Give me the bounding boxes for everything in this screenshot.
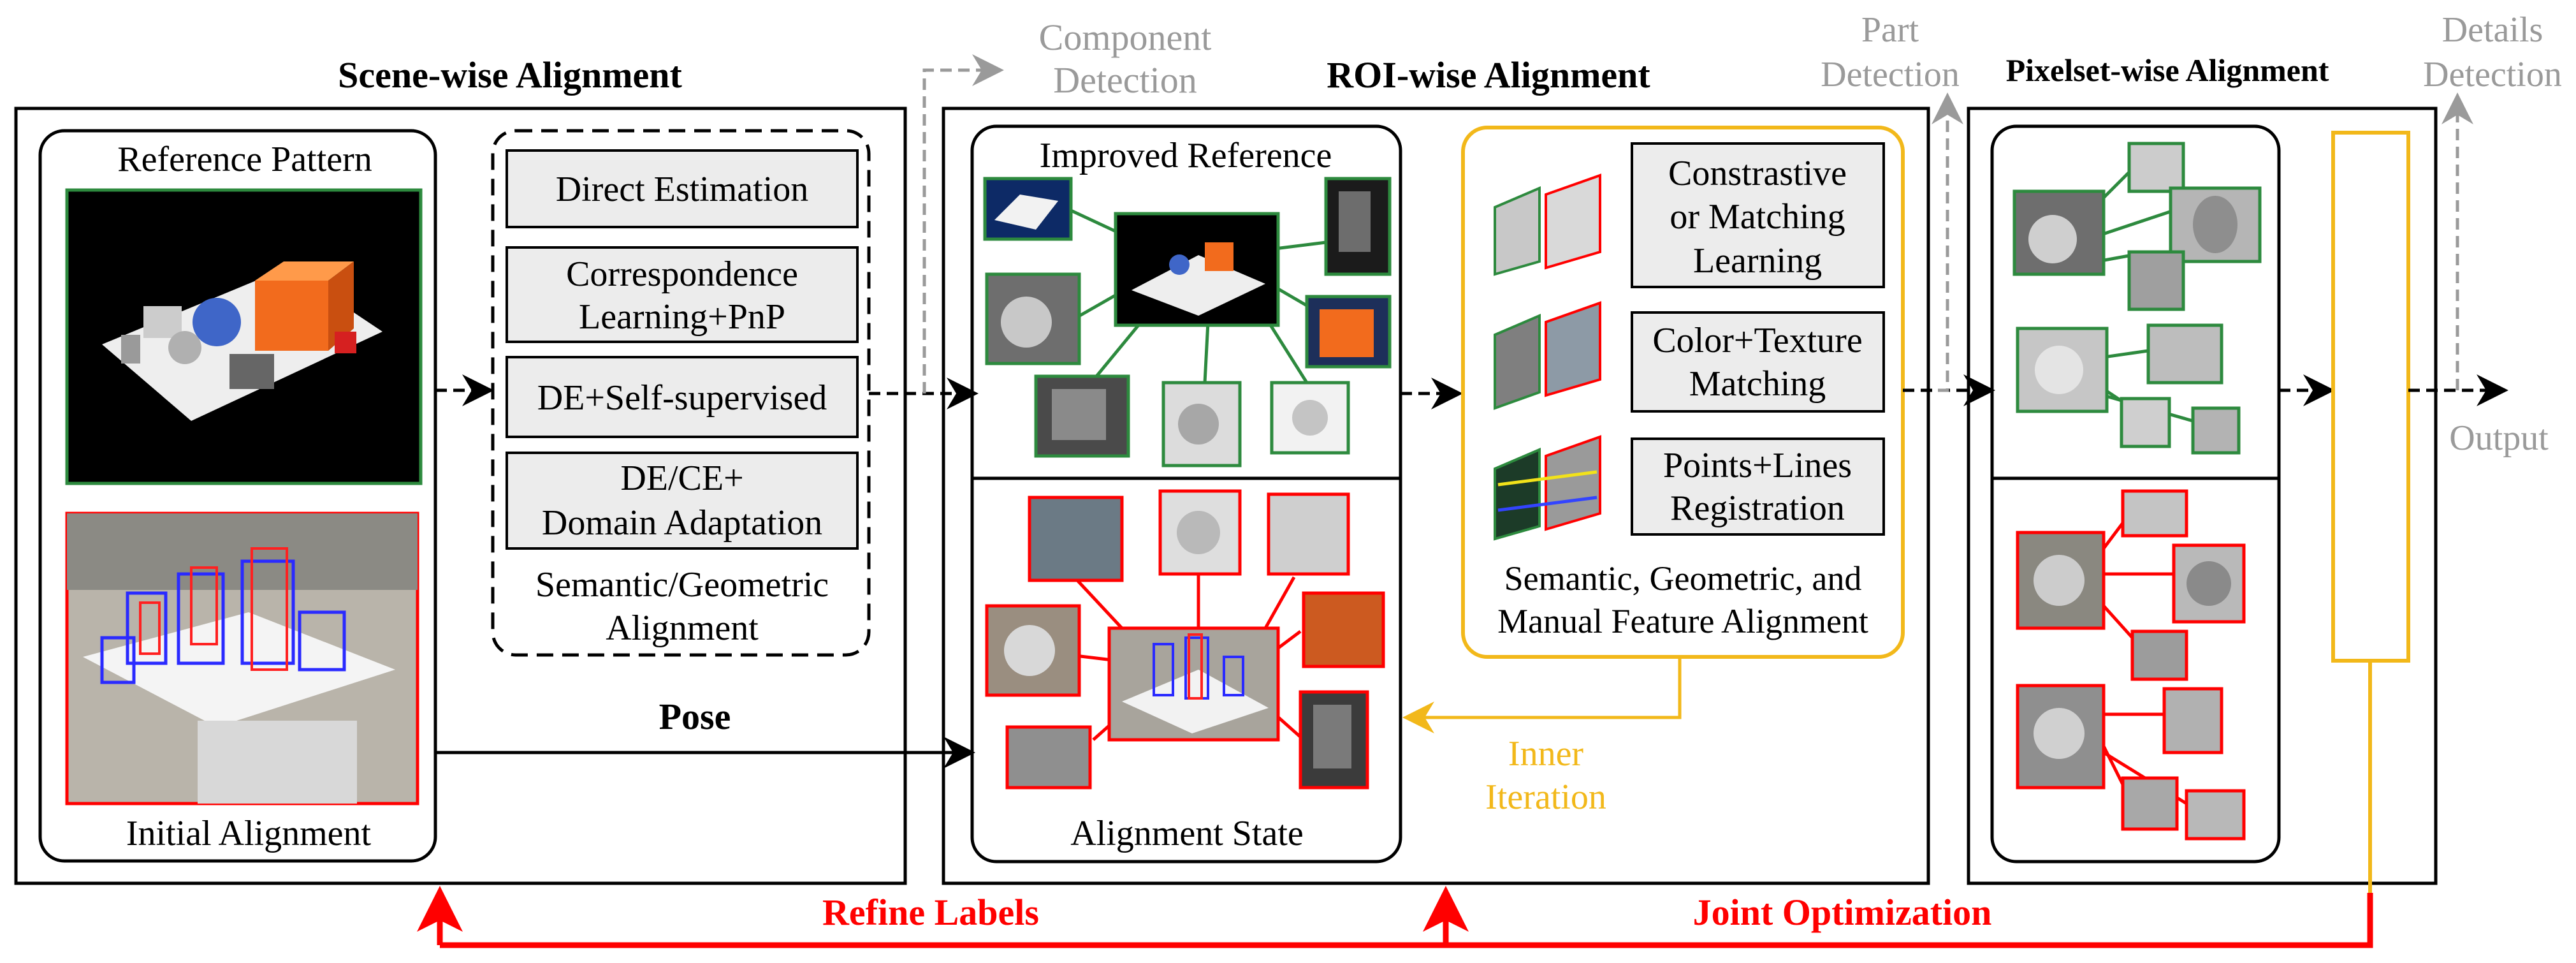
feature-points-lines-line2: Registration	[1670, 489, 1845, 528]
roi-section-title: ROI-wise Alignment	[1327, 54, 1650, 96]
feature-thumbnail-color-texture	[1494, 301, 1601, 410]
method-domain-adaptation	[506, 452, 859, 550]
improved-reference-graph	[983, 177, 1392, 467]
feature-contrastive-line2: or Matching	[1670, 197, 1845, 237]
method-de-self-supervised-label: DE+Self-supervised	[537, 378, 827, 418]
initial-alignment-image	[65, 511, 419, 805]
feature-contrastive-box	[1631, 142, 1885, 288]
component-detection-line2: Detection	[1053, 59, 1197, 101]
method-de-self-supervised	[506, 356, 859, 438]
scene-panel	[14, 107, 907, 885]
pixel-section-title: Pixelset-wise Alignment	[2006, 52, 2329, 88]
initial-alignment-label: Initial Alignment	[126, 814, 372, 853]
feature-contrastive-line1: Constrastive	[1668, 154, 1847, 193]
pixel-yellow-bar	[2331, 131, 2410, 663]
component-detection-line1: Component	[1039, 17, 1212, 58]
improved-reference-label: Improved Reference	[1040, 136, 1332, 175]
pixel-image-card	[1990, 124, 2281, 864]
feature-color-texture-line2: Matching	[1689, 364, 1826, 404]
pixel-green-crops	[2012, 142, 2262, 455]
reference-pattern-label: Reference Pattern	[117, 140, 372, 179]
pixel-red-crops	[2016, 489, 2246, 841]
roi-panel	[942, 107, 1930, 885]
method-direct-estimation-label: Direct Estimation	[556, 170, 809, 209]
joint-optimization-label: Joint Optimization	[1693, 892, 1992, 933]
output-label: Output	[2449, 418, 2549, 458]
feature-points-lines-box	[1631, 437, 1885, 536]
method-correspondence-label-line1: Correspondence	[566, 254, 798, 294]
pixel-panel	[1967, 107, 2438, 885]
part-detection-arrow	[1932, 92, 1963, 392]
method-domain-adaptation-line2: Domain Adaptation	[542, 503, 822, 543]
feature-color-texture-line1: Color+Texture	[1652, 321, 1862, 360]
inner-iteration-line1: Inner	[1508, 734, 1584, 774]
features-caption-line2: Manual Feature Alignment	[1497, 602, 1868, 640]
details-detection-line2: Detection	[2423, 55, 2562, 94]
details-detection-line1: Details	[2442, 10, 2543, 50]
alignment-state-label: Alignment State	[1070, 814, 1304, 853]
method-domain-adaptation-line1: DE/CE+	[620, 459, 743, 498]
feature-contrastive-line3: Learning	[1693, 241, 1822, 281]
feature-thumbnail-contrastive	[1494, 173, 1601, 276]
inner-iteration-arrow	[1402, 657, 1682, 733]
feature-color-texture-box	[1631, 311, 1885, 413]
method-correspondence-label-line2: Learning+PnP	[579, 297, 785, 337]
method-correspondence-learning	[506, 246, 859, 343]
component-detection-arrow	[922, 54, 1004, 393]
scene-image-card	[38, 129, 437, 863]
features-caption-line1: Semantic, Geometric, and	[1504, 559, 1862, 598]
feature-thumbnail-points-lines	[1494, 435, 1601, 541]
part-detection-line2: Detection	[1821, 55, 1960, 94]
methods-caption-line1: Semantic/Geometric	[535, 565, 829, 605]
reference-pattern-image	[65, 188, 423, 485]
features-yellow-box	[1461, 126, 1905, 659]
method-direct-estimation	[506, 149, 859, 228]
joint-optimization-red-line	[440, 893, 2373, 948]
refine-labels-label: Refine Labels	[822, 892, 1039, 933]
roi-image-card	[970, 124, 1402, 864]
pose-label: Pose	[659, 696, 731, 737]
methods-caption-line2: Alignment	[606, 608, 759, 648]
alignment-state-graph	[985, 489, 1385, 790]
part-detection-line1: Part	[1861, 10, 1919, 50]
scene-section-title: Scene-wise Alignment	[338, 54, 682, 96]
feature-points-lines-line1: Points+Lines	[1663, 446, 1852, 485]
inner-iteration-line2: Iteration	[1485, 777, 1606, 817]
